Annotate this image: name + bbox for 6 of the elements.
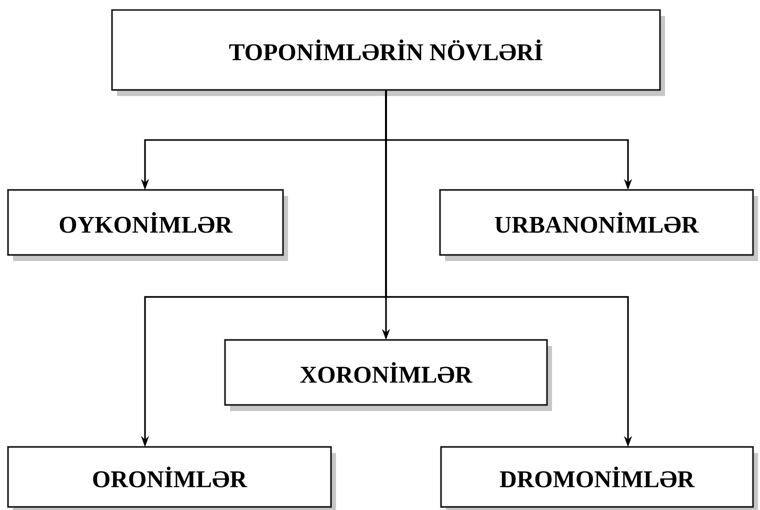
category-box: OYKONİMLƏR bbox=[7, 189, 288, 261]
category-box: TOPONİMLƏRİN NÖVLƏRİ bbox=[111, 9, 665, 96]
category-box: XORONİMLƏR bbox=[224, 339, 552, 411]
category-box: ORONİMLƏR bbox=[7, 446, 336, 510]
category-box: URBANONİMLƏR bbox=[439, 189, 758, 261]
category-box: DROMONİMLƏR bbox=[440, 446, 758, 510]
